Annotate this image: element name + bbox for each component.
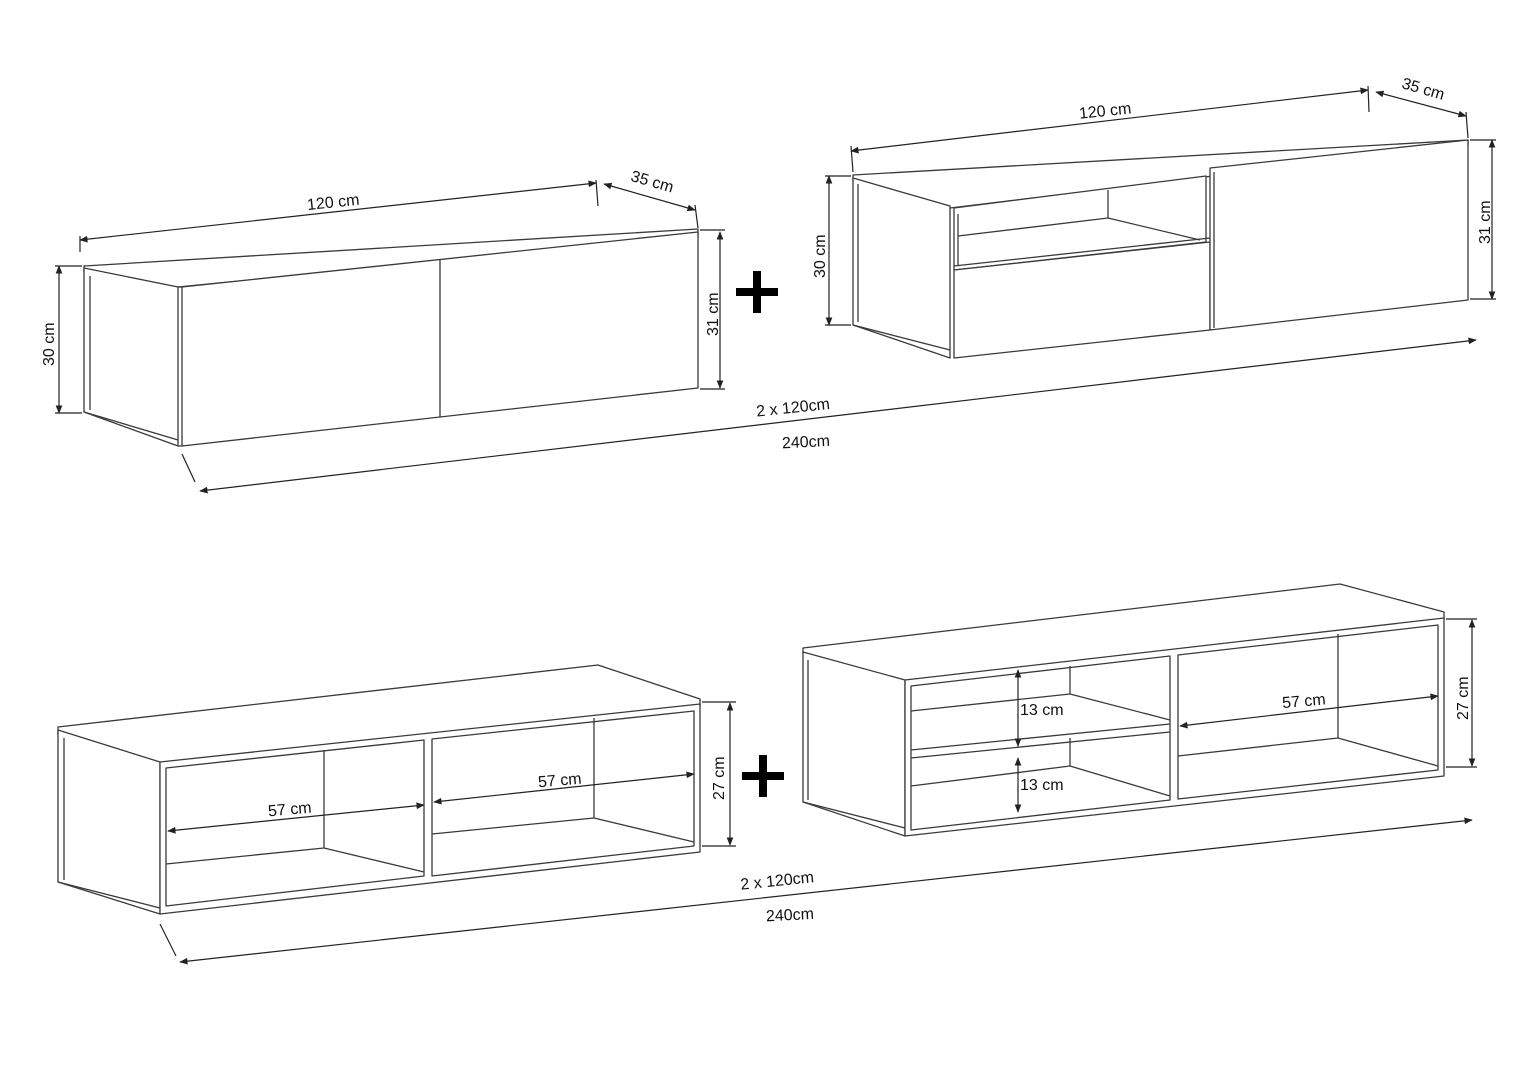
bottom-right-compartment-label: 57 cm [1281, 691, 1326, 712]
bottom-right-shelf-upper-label: 13 cm [1020, 702, 1064, 719]
top-left-side-panel [83, 267, 179, 447]
top-pair-label: 2 x 120cm [756, 396, 831, 421]
top-right-depth-label: 35 cm [1400, 75, 1447, 103]
top-right-height-body-label: 30 cm [812, 234, 829, 278]
top-left-dimensions: 120 cm 35 cm 30 cm 31 cm [41, 168, 725, 414]
top-total-label: 240cm [782, 433, 831, 452]
bottom-left-inner-height-label: 27 cm [711, 756, 728, 800]
bottom-right-inner-height-label: 27 cm [1455, 676, 1472, 720]
bottom-right-shelf-section [910, 655, 1171, 831]
top-right-side-panel [852, 177, 951, 359]
plus-icon [742, 755, 784, 797]
top-right-dimensions: 120 cm 35 cm 30 cm 31 cm [812, 75, 1496, 326]
top-right-width-label: 120 cm [1078, 100, 1132, 122]
bottom-left-compartment-right-label: 57 cm [537, 771, 582, 792]
top-left-cabinet [83, 228, 699, 447]
bottom-left-cabinet [57, 664, 701, 915]
bottom-left-compartment-left-label: 57 cm [267, 800, 312, 821]
top-right-cabinet [852, 139, 1469, 359]
bottom-total-label: 240cm [766, 906, 815, 925]
top-left-depth-label: 35 cm [629, 168, 676, 196]
bottom-right-side-panel [802, 651, 906, 837]
bottom-right-open-compartment [1177, 624, 1439, 800]
top-right-height-front-label: 31 cm [1477, 200, 1494, 244]
bottom-left-compartment-1 [165, 739, 425, 907]
bottom-right-cabinet [802, 583, 1445, 837]
top-left-height-body-label: 30 cm [41, 322, 58, 366]
bottom-pair-label: 2 x 120cm [740, 869, 815, 894]
top-left-width-label: 120 cm [306, 192, 360, 214]
bottom-right-dimensions: 13 cm 13 cm 57 cm 27 cm [1014, 618, 1477, 813]
top-left-height-front-label: 31 cm [705, 292, 722, 336]
plus-icon [736, 271, 778, 313]
bottom-right-shelf-lower-label: 13 cm [1020, 777, 1064, 794]
bottom-left-dimensions: 57 cm 57 cm 27 cm [167, 701, 736, 847]
top-right-door [1209, 139, 1469, 331]
